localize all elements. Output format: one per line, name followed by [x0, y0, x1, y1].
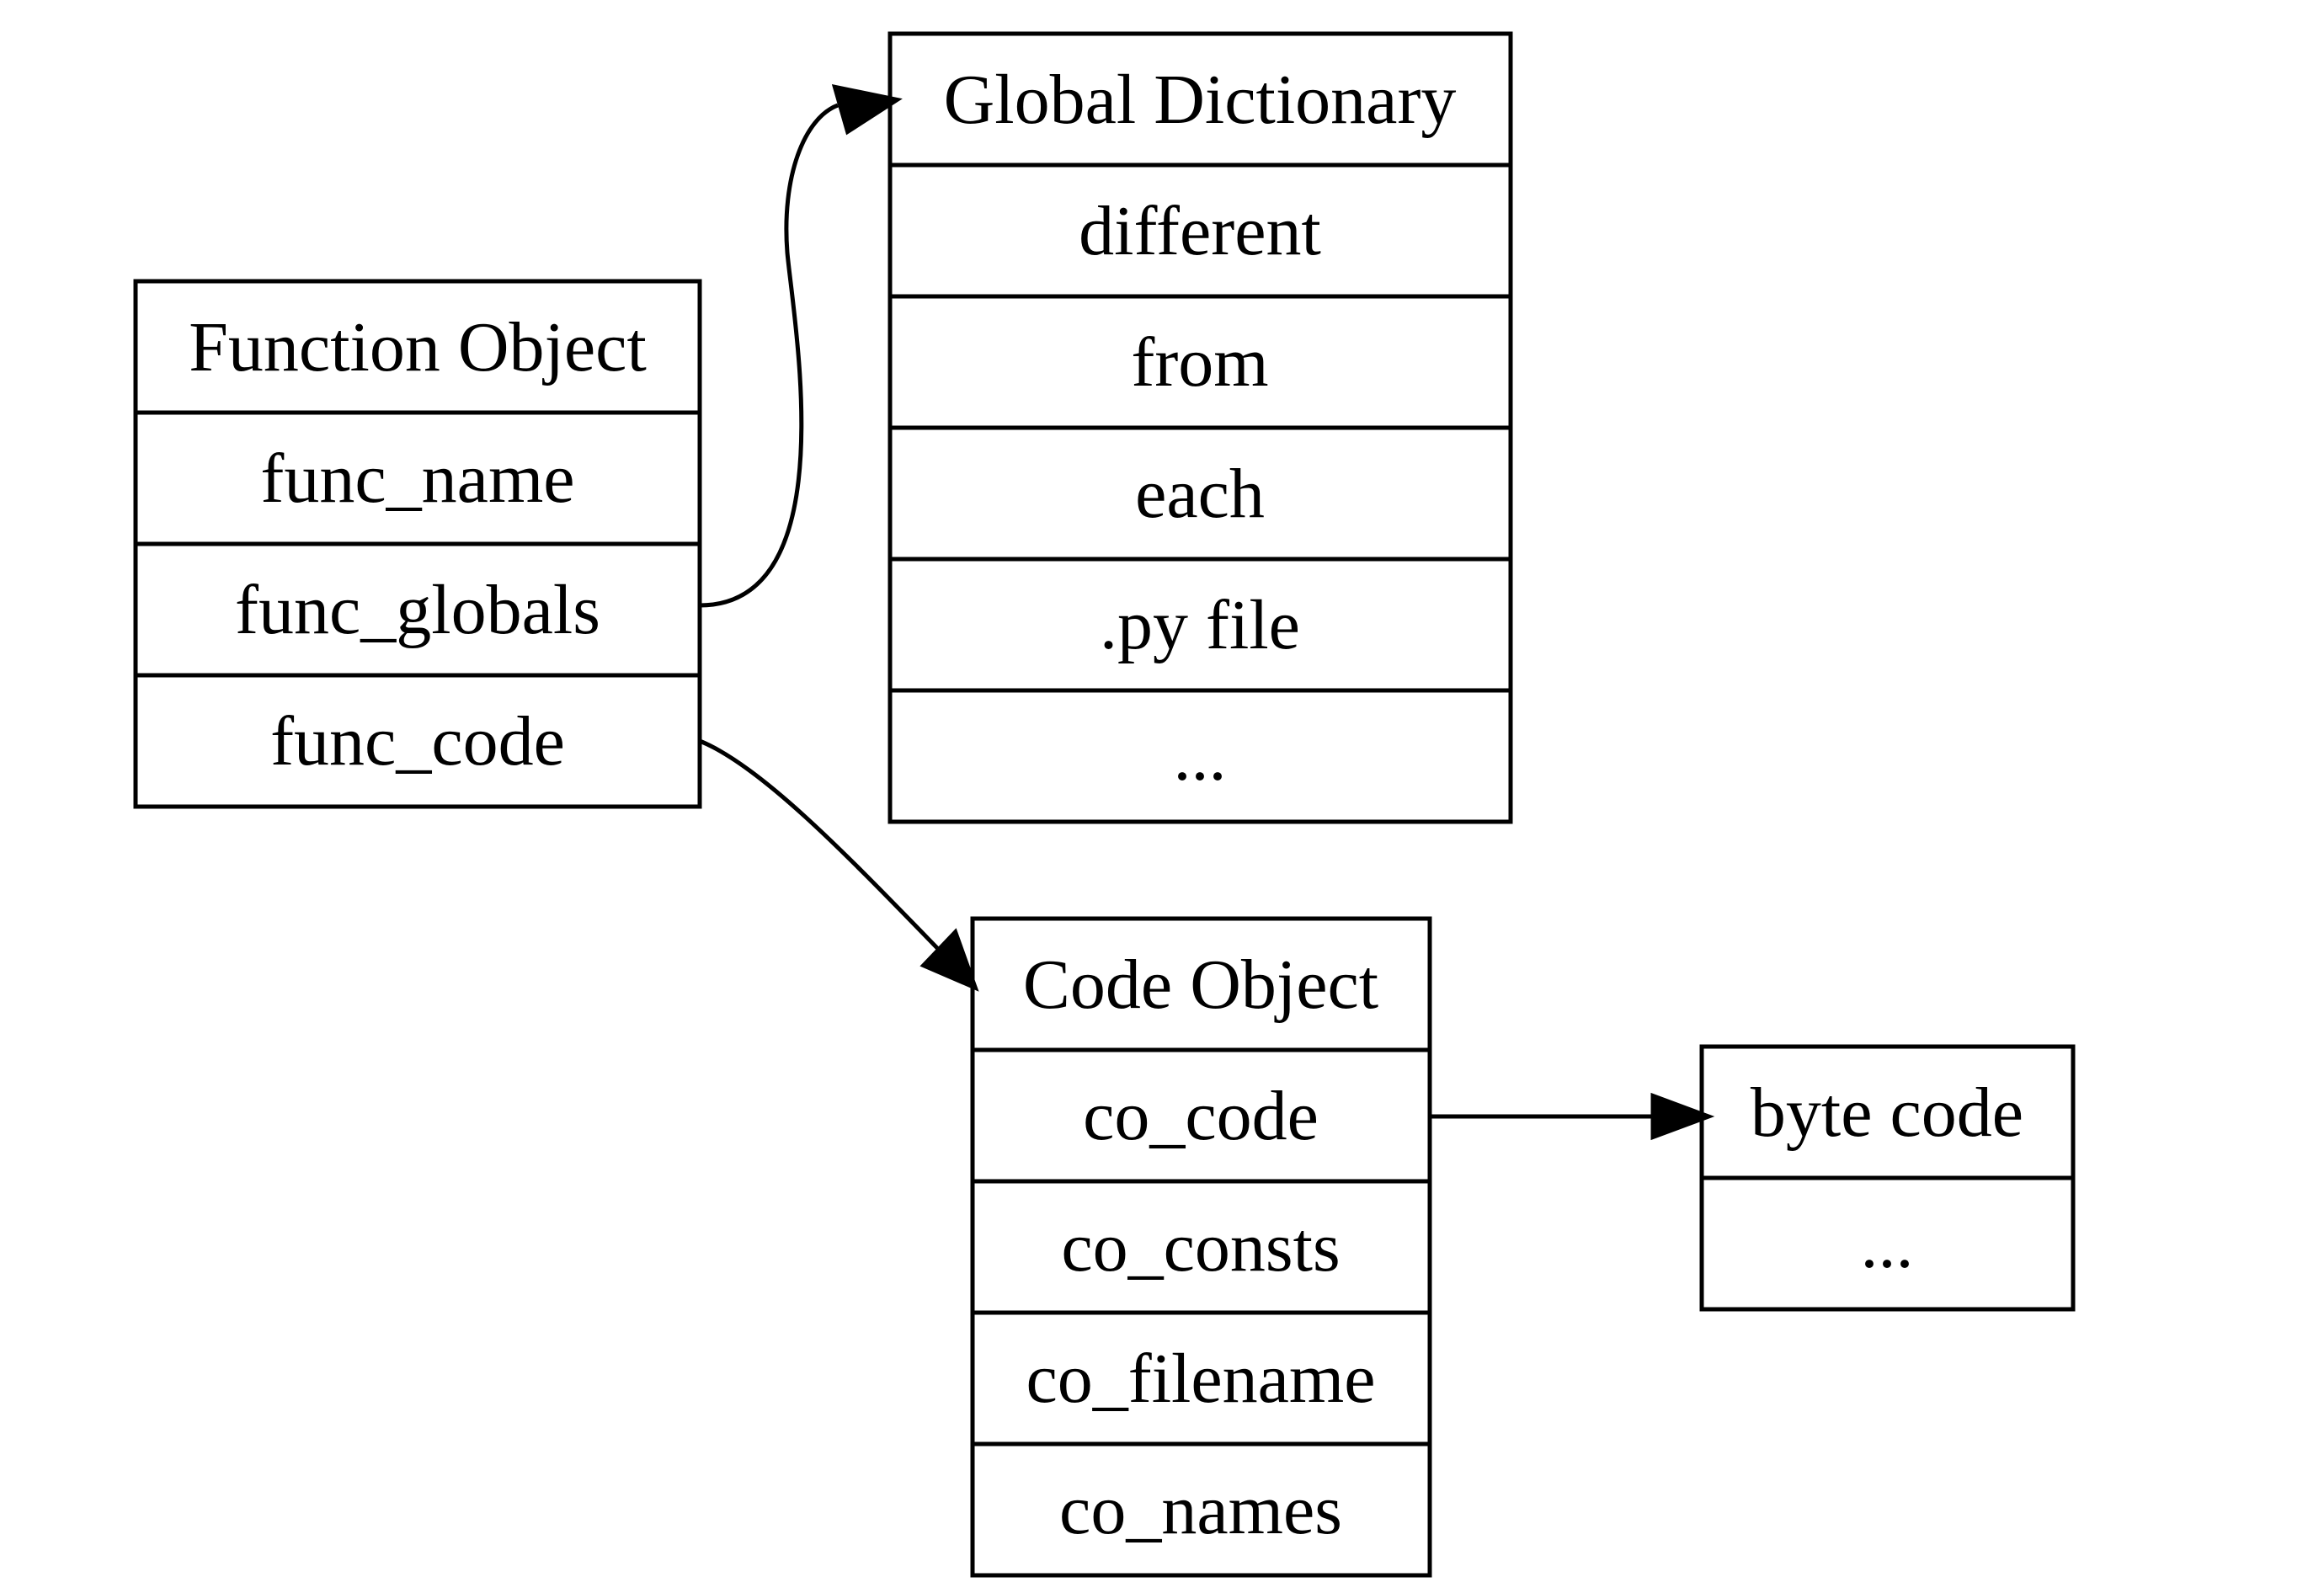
field-ellipsis: ... — [1861, 1205, 1914, 1283]
code-object-title: Code Object — [1023, 946, 1378, 1024]
field-co-code: co_code — [1083, 1077, 1319, 1155]
arrowhead-icon — [831, 84, 903, 136]
edge-func-globals-to-global-dictionary — [699, 103, 839, 608]
code-object-record: Code Object co_code co_consts co_filenam… — [970, 916, 1432, 1578]
field-func-name: func_name — [260, 440, 574, 518]
field-co-filename: co_filename — [1026, 1340, 1375, 1418]
code-object-border — [970, 916, 1432, 1578]
field-co-consts: co_consts — [1061, 1208, 1340, 1287]
field-func-code: func_code — [270, 702, 565, 781]
byte-code-record: byte code ... — [1699, 1044, 2076, 1312]
function-object-record: Function Object func_name func_globals f… — [133, 279, 702, 809]
field-from: from — [1131, 323, 1268, 402]
edge-func-code-to-code-object — [699, 738, 941, 951]
edges — [699, 84, 1715, 1141]
arrowhead-icon — [1650, 1092, 1715, 1141]
field-each: each — [1135, 455, 1265, 533]
arrowhead-icon — [919, 928, 979, 992]
field-ellipsis: ... — [1174, 717, 1227, 796]
field-func-globals: func_globals — [235, 571, 600, 649]
field-py-file: .py file — [1100, 586, 1300, 664]
global-dictionary-title: Global Dictionary — [944, 61, 1457, 139]
byte-code-title: byte code — [1751, 1074, 2023, 1152]
global-dictionary-record: Global Dictionary different from each .p… — [887, 31, 1513, 824]
field-co-names: co_names — [1059, 1471, 1342, 1549]
function-object-title: Function Object — [189, 308, 647, 386]
field-different: different — [1079, 192, 1321, 270]
